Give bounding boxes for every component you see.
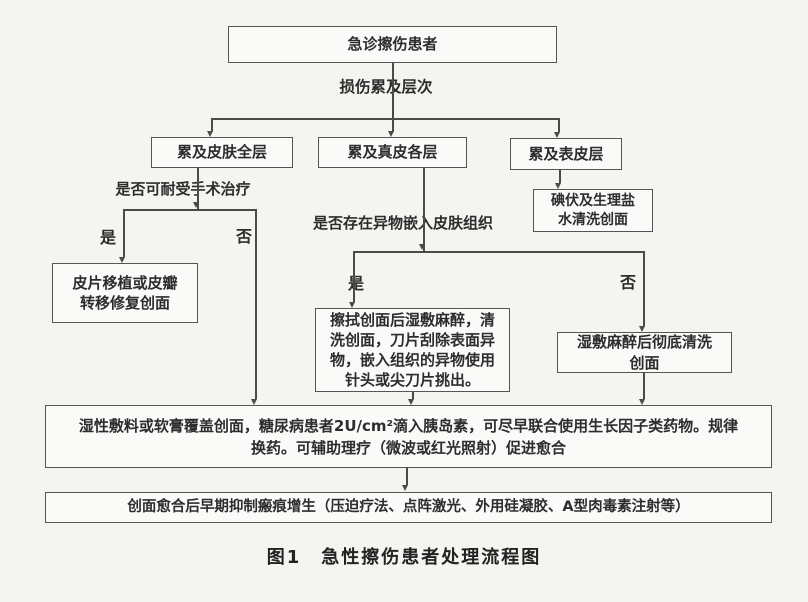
arrowhead-full-thickness <box>207 131 213 137</box>
connector-clean-down <box>643 373 645 399</box>
node-graft-repair: 皮片移植或皮瓣转移修复创面 <box>52 263 198 323</box>
connector-surgery-question-down <box>197 168 199 209</box>
arrowhead-surgery-no-to-dressing <box>251 399 257 405</box>
connector-debridement-down <box>412 392 414 399</box>
label-surgery-no: 否 <box>236 227 253 246</box>
figure-caption: 图1 急性擦伤患者处理流程图 <box>266 547 542 568</box>
connector-surgery-branch <box>123 209 256 211</box>
connector-dressing-down <box>406 468 408 485</box>
node-start: 急诊擦伤患者 <box>228 26 557 63</box>
node-epidermis: 累及表皮层 <box>510 138 622 170</box>
arrowhead-epidermis <box>554 132 560 138</box>
node-full-thickness: 累及皮肤全层 <box>151 137 293 168</box>
arrowhead-scar-prevention <box>402 485 408 491</box>
arrowhead-anesthesia-clean <box>639 326 645 332</box>
label-surgery-question: 是否可耐受手术治疗 <box>115 180 251 198</box>
arrowhead-debridement-to-dressing <box>408 399 414 405</box>
arrowhead-foreign-branch <box>419 244 425 250</box>
arrowhead-surgery-branch <box>193 202 199 208</box>
connector-epidermis-down <box>559 170 561 183</box>
label-injury-level: 损伤累及层次 <box>339 78 433 96</box>
connector-level-branch <box>211 118 559 120</box>
label-foreign-yes: 是 <box>348 274 365 293</box>
node-dressing-care: 湿性敷料或软膏覆盖创面，糖尿病患者2U/cm²滴入胰岛素，可尽早联合使用生长因子… <box>45 405 772 468</box>
connector-foreign-question-down <box>423 168 425 251</box>
connector-start-down <box>392 63 394 118</box>
connector-to-full-thickness <box>211 118 213 132</box>
connector-foreign-yes <box>353 251 355 302</box>
arrowhead-graft-repair <box>119 257 125 263</box>
node-iodine-rinse: 碘伏及生理盐水清洗创面 <box>533 189 653 232</box>
label-foreign-no: 否 <box>620 273 637 292</box>
node-dermis: 累及真皮各层 <box>318 137 467 168</box>
arrowhead-iodine-rinse <box>555 183 561 189</box>
node-anesthesia-clean: 湿敷麻醉后彻底清洗创面 <box>557 332 732 373</box>
connector-surgery-yes <box>123 209 125 257</box>
arrowhead-clean-to-dressing <box>639 399 645 405</box>
arrowhead-debridement <box>349 302 355 308</box>
node-debridement: 擦拭创面后湿敷麻醉，清洗创面，刀片刮除表面异物，嵌入组织的异物使用针头或尖刀片挑… <box>315 308 510 392</box>
node-scar-prevention: 创面愈合后早期抑制瘢痕增生（压迫疗法、点阵激光、外用硅凝胶、A型肉毒素注射等） <box>45 492 772 523</box>
arrowhead-dermis <box>388 131 394 137</box>
label-foreign-body-question: 是否存在异物嵌入皮肤组织 <box>312 214 493 232</box>
connector-to-epidermis <box>558 118 560 132</box>
connector-foreign-no <box>643 251 645 326</box>
connector-foreign-branch <box>353 251 644 253</box>
connector-to-dermis <box>392 118 394 132</box>
connector-surgery-no <box>255 209 257 399</box>
label-surgery-yes: 是 <box>100 228 117 247</box>
